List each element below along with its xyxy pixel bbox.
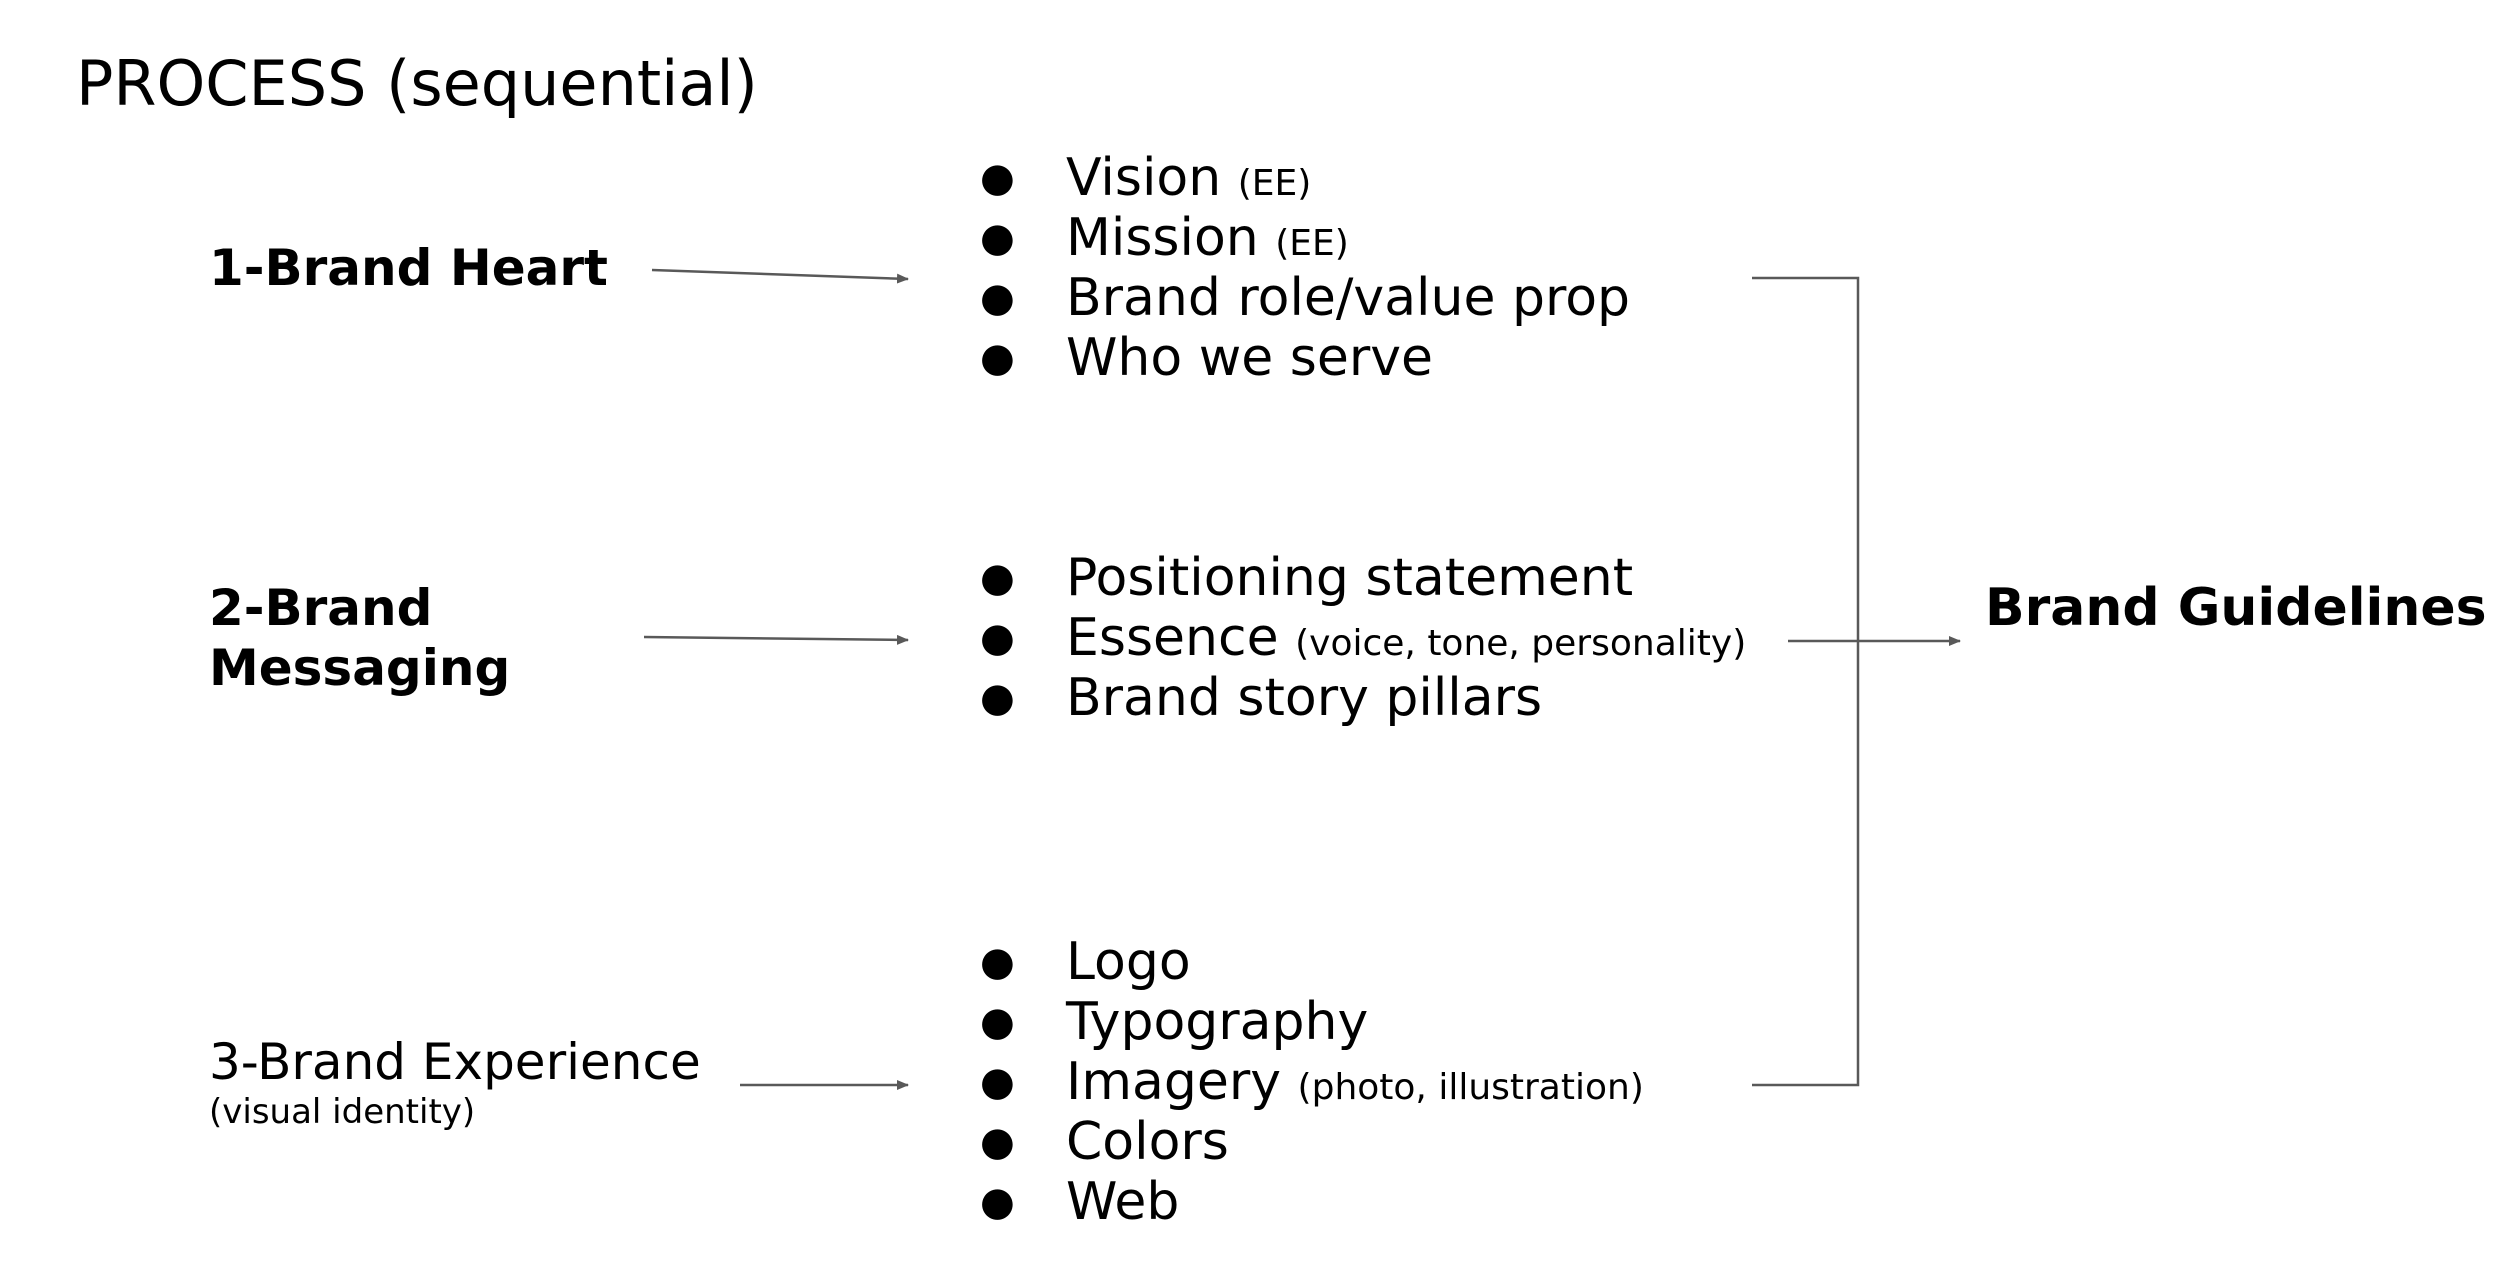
list-item: ● Web [960,1172,1644,1232]
stage-sublabel: (visual identity) [209,1092,476,1132]
list-item-text: Essence [1066,608,1279,668]
list-item-note: (voice, tone, personality) [1295,623,1747,664]
list-item-text: Brand role/value prop [1066,268,1631,328]
list-item: ● Imagery (photo, illustration) [960,1052,1644,1112]
list-item-text: Logo [1066,932,1191,992]
stage-label-text: 1-Brand Heart [209,239,608,297]
brand-experience-list: ● Logo ● Typography ● Imagery (photo, illus… [960,932,1644,1232]
list-item-text: Typography [1066,992,1369,1052]
result-brand-guidelines: Brand Guidelines [1985,578,2487,638]
stage-label-brand-messaging: 2-Brand Messaging [209,578,510,698]
list-item-text: Colors [1066,1112,1229,1172]
bullet-icon: ● [980,999,1015,1045]
list-item-text: Positioning statement [1066,548,1634,608]
bracket-connector [1752,276,1860,1087]
arrow-brand-messaging [643,634,909,645]
bullet-icon: ● [980,335,1015,381]
list-item: ● Brand role/value prop [960,268,1630,328]
list-item: ● Logo [960,932,1644,992]
stage-label-text: 3-Brand Experience [209,1033,701,1091]
list-item: ● Mission (EE) [960,208,1630,268]
list-item: ● Colors [960,1112,1644,1172]
diagram-title: PROCESS (sequential) [76,47,758,120]
bullet-icon: ● [980,1119,1015,1165]
bullet-icon: ● [980,155,1015,201]
bullet-icon: ● [980,615,1015,661]
list-item-text: Brand story pillars [1066,668,1543,728]
list-item: ● Essence (voice, tone, personality) [960,608,1746,668]
list-item-note: (EE) [1275,223,1349,264]
list-item: ● Positioning statement [960,548,1746,608]
brand-messaging-list: ● Positioning statement ● Essence (voice, … [960,548,1746,728]
arrow-brand-heart [651,268,909,284]
list-item: ● Typography [960,992,1644,1052]
bullet-icon: ● [980,939,1015,985]
list-item: ● Vision (EE) [960,148,1630,208]
brand-heart-list: ● Vision (EE) ● Mission (EE) ● Brand role/v… [960,148,1630,388]
stage-label-line: 2-Brand [209,579,433,637]
list-item: ● Who we serve [960,328,1630,388]
bullet-icon: ● [980,1059,1015,1105]
list-item-text: Web [1066,1172,1180,1232]
list-item-note: (photo, illustration) [1297,1067,1644,1108]
list-item-text: Imagery [1066,1052,1282,1112]
stage-label-brand-experience: 3-Brand Experience (visual identity) [209,1032,701,1132]
list-item-text: Mission [1066,208,1259,268]
stage-label-brand-heart: 1-Brand Heart [209,238,608,298]
list-item-text: Vision [1066,148,1222,208]
list-item-note: (EE) [1237,163,1312,204]
bullet-icon: ● [980,215,1015,261]
bullet-icon: ● [980,1179,1015,1225]
bullet-icon: ● [980,675,1015,721]
bullet-icon: ● [980,275,1015,321]
stage-label-line: Messaging [209,639,511,697]
bullet-icon: ● [980,555,1015,601]
list-item: ● Brand story pillars [960,668,1746,728]
list-item-text: Who we serve [1066,328,1433,388]
